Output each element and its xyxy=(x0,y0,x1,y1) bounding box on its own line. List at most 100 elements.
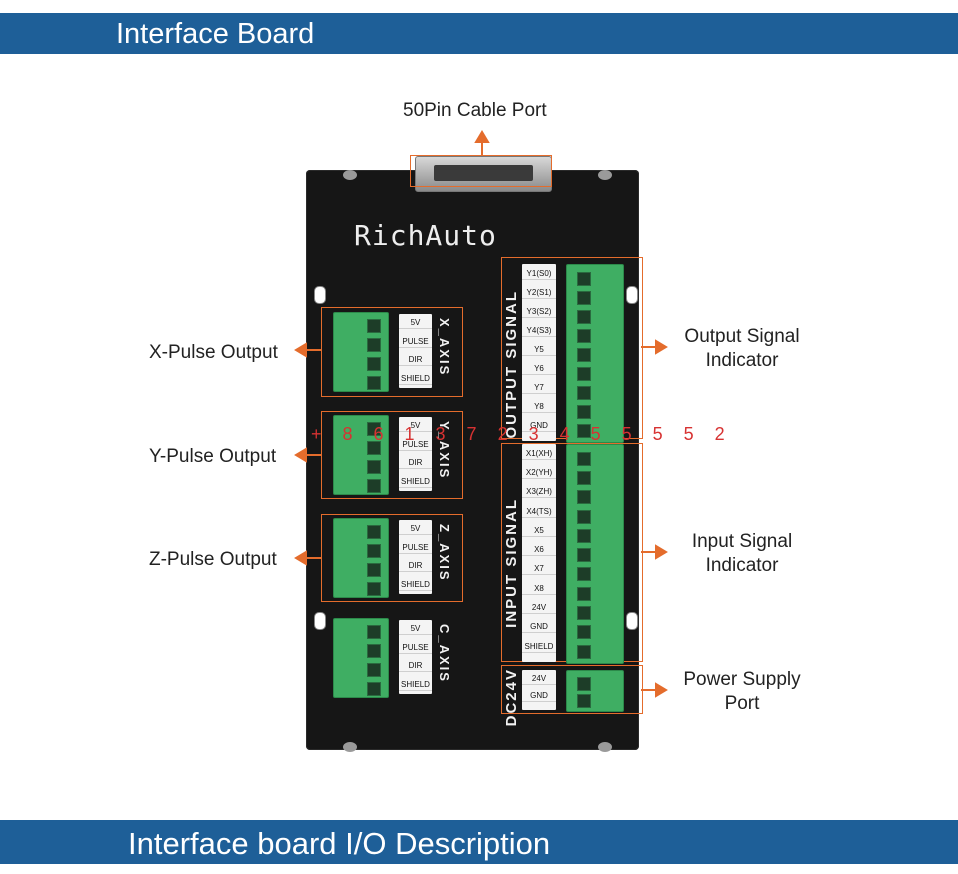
output_signal-terminal-block xyxy=(566,264,624,443)
terminal-screw xyxy=(577,309,591,324)
terminal-screw xyxy=(577,290,591,305)
z-axis-highlight xyxy=(321,514,463,602)
pin-label: SHIELD xyxy=(522,642,556,653)
pin-label: Y8 xyxy=(522,402,556,413)
pin-label: X7 xyxy=(522,564,556,576)
screw xyxy=(343,742,357,752)
terminal-screw xyxy=(367,663,381,677)
pin-label: Y7 xyxy=(522,383,556,394)
pin-label: 5V xyxy=(399,524,432,535)
axis-terminal-block xyxy=(333,618,389,698)
power-supply-highlight xyxy=(501,665,643,714)
terminal-screw xyxy=(367,682,381,696)
axis-terminal-block xyxy=(333,415,389,495)
terminal-screw xyxy=(367,376,381,390)
pin-label: DIR xyxy=(399,661,432,672)
pin-label: SHIELD xyxy=(399,680,432,691)
input-signal-label-line1: Input Signal xyxy=(691,531,793,552)
y-axis-highlight xyxy=(321,411,463,499)
terminal-screw xyxy=(367,441,381,455)
pin-label: SHIELD xyxy=(399,580,432,591)
terminal-screw xyxy=(367,544,381,558)
pin-label: X6 xyxy=(522,545,556,557)
z-pulse-label: Z-Pulse Output xyxy=(149,549,277,570)
footer-banner: Interface board I/O Description xyxy=(0,820,958,864)
pin-label: Y2(S1) xyxy=(522,288,556,299)
terminal-screw xyxy=(577,490,591,505)
terminal-screw xyxy=(367,338,381,352)
terminal-screw xyxy=(577,328,591,343)
mount-slot xyxy=(626,286,638,304)
axis-terminal-block xyxy=(333,518,389,598)
y-pulse-label: Y-Pulse Output xyxy=(149,446,277,467)
axis-pin-labels: 5V PULSE DIR SHIELD xyxy=(399,520,432,594)
terminal-screw xyxy=(577,451,591,466)
axis-terminal-block xyxy=(333,312,389,392)
output-signal-label-line2: Indicator xyxy=(705,350,779,371)
pin-label: X4(TS) xyxy=(522,507,556,518)
axis-name: Y_AXIS xyxy=(437,421,452,480)
terminal-screw xyxy=(577,347,591,362)
terminal-screw xyxy=(577,423,591,438)
terminal-screw xyxy=(577,548,591,563)
terminal-screw xyxy=(577,470,591,485)
pin-label: PULSE xyxy=(399,543,432,554)
axis-name: X_AXIS xyxy=(437,318,452,377)
mount-slot xyxy=(314,286,326,304)
power-name: DC24V xyxy=(503,668,520,727)
pin-label: DIR xyxy=(399,561,432,572)
pin-label: X8 xyxy=(522,584,556,595)
screw xyxy=(598,742,612,752)
terminal-screw xyxy=(367,582,381,596)
input-signal-label: Input Signal Indicator xyxy=(672,530,812,578)
pin-label: Y6 xyxy=(522,364,556,375)
pin-label: PULSE xyxy=(399,440,432,451)
pin-label: X3(ZH) xyxy=(522,487,556,499)
terminal-screw xyxy=(577,625,591,640)
axis-name: C_AXIS xyxy=(437,624,452,683)
terminal-screw xyxy=(577,509,591,524)
pin-label: X5 xyxy=(522,526,556,537)
pin-label: Y4(S3) xyxy=(522,326,556,337)
pin-label: GND xyxy=(522,622,556,634)
pin-label: PULSE xyxy=(399,643,432,654)
power-terminal-block xyxy=(566,670,624,712)
terminal-screw xyxy=(577,567,591,582)
axis-name: Z_AXIS xyxy=(437,524,452,582)
brand-logo-text: RichAuto xyxy=(354,219,497,252)
pin-label: DIR xyxy=(399,355,432,366)
cable-port-highlight xyxy=(410,155,552,187)
terminal-screw xyxy=(577,644,591,659)
terminal-screw xyxy=(577,385,591,400)
terminal-screw xyxy=(367,319,381,333)
pin-label: 5V xyxy=(399,624,432,635)
screw xyxy=(598,170,612,180)
terminal-screw xyxy=(367,460,381,474)
pin-label: 5V xyxy=(399,318,432,329)
screw xyxy=(343,170,357,180)
input_signal-terminal-block xyxy=(566,444,624,665)
power-supply-label: Power Supply Port xyxy=(672,668,812,716)
terminal-screw xyxy=(367,357,381,371)
input-signal-label-line2: Indicator xyxy=(705,555,779,576)
terminal-screw xyxy=(577,676,591,691)
pin-label: X2(YH) xyxy=(522,468,556,479)
cable-port-label: 50Pin Cable Port xyxy=(403,100,547,121)
terminal-screw xyxy=(367,422,381,436)
mount-slot xyxy=(314,612,326,630)
terminal-screw xyxy=(577,271,591,286)
input_signal-name: INPUT SIGNAL xyxy=(503,498,520,628)
pin-label: DIR xyxy=(399,458,432,469)
terminal-screw xyxy=(577,606,591,621)
output_signal-name: OUTPUT SIGNAL xyxy=(503,290,520,439)
power-supply-label-line2: Port xyxy=(724,693,760,714)
terminal-screw xyxy=(367,479,381,493)
header-title: Interface Board xyxy=(116,18,315,50)
terminal-screw xyxy=(577,693,591,708)
header-banner: Interface Board xyxy=(0,13,958,54)
